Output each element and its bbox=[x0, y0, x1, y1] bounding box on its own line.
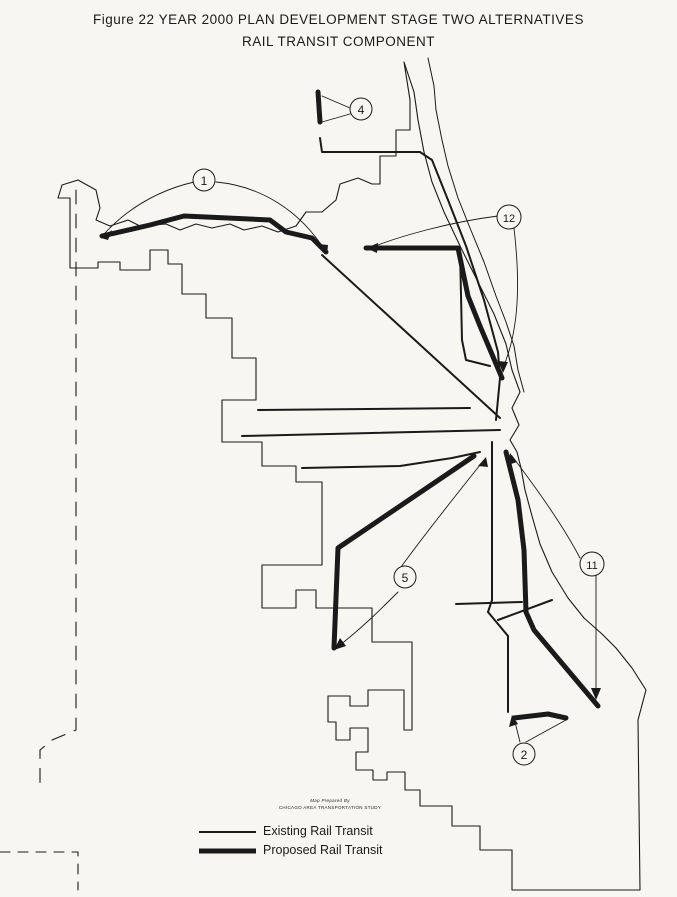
svg-text:11: 11 bbox=[586, 560, 597, 572]
county-line-dashed-bottom bbox=[0, 851, 79, 891]
existing-rail-lines bbox=[241, 137, 553, 713]
county-line-dashed bbox=[39, 189, 77, 791]
svg-text:4: 4 bbox=[358, 103, 365, 117]
lake-shore bbox=[427, 57, 525, 393]
svg-text:1: 1 bbox=[201, 174, 208, 188]
svg-text:5: 5 bbox=[402, 571, 409, 585]
callout-12[interactable]: 12 bbox=[496, 204, 522, 230]
figure-title: Figure 22 YEAR 2000 PLAN DEVELOPMENT STA… bbox=[93, 12, 584, 27]
map-credit-prepared-by: Map Prepared By bbox=[310, 798, 350, 803]
arrowheads bbox=[101, 230, 601, 727]
legend-proposed-label: Proposed Rail Transit bbox=[263, 843, 383, 857]
callout-2[interactable]: 2 bbox=[512, 742, 536, 766]
callout-11[interactable]: 11 bbox=[579, 551, 605, 577]
proposed-rail-lines bbox=[99, 89, 601, 721]
svg-text:12: 12 bbox=[503, 213, 515, 225]
callout-1[interactable]: 1 bbox=[192, 168, 216, 192]
svg-text:2: 2 bbox=[521, 748, 528, 762]
callout-5[interactable]: 5 bbox=[393, 565, 417, 589]
map-credit-agency: CHICAGO AREA TRANSPORTATION STUDY bbox=[278, 805, 382, 810]
callout-pointers bbox=[103, 95, 597, 743]
figure-subtitle: RAIL TRANSIT COMPONENT bbox=[241, 34, 436, 49]
legend-existing-label: Existing Rail Transit bbox=[263, 824, 373, 838]
callout-4[interactable]: 4 bbox=[349, 97, 373, 121]
callout-circles: 1 4 12 5 11 2 bbox=[192, 97, 605, 766]
city-boundary bbox=[57, 61, 647, 891]
